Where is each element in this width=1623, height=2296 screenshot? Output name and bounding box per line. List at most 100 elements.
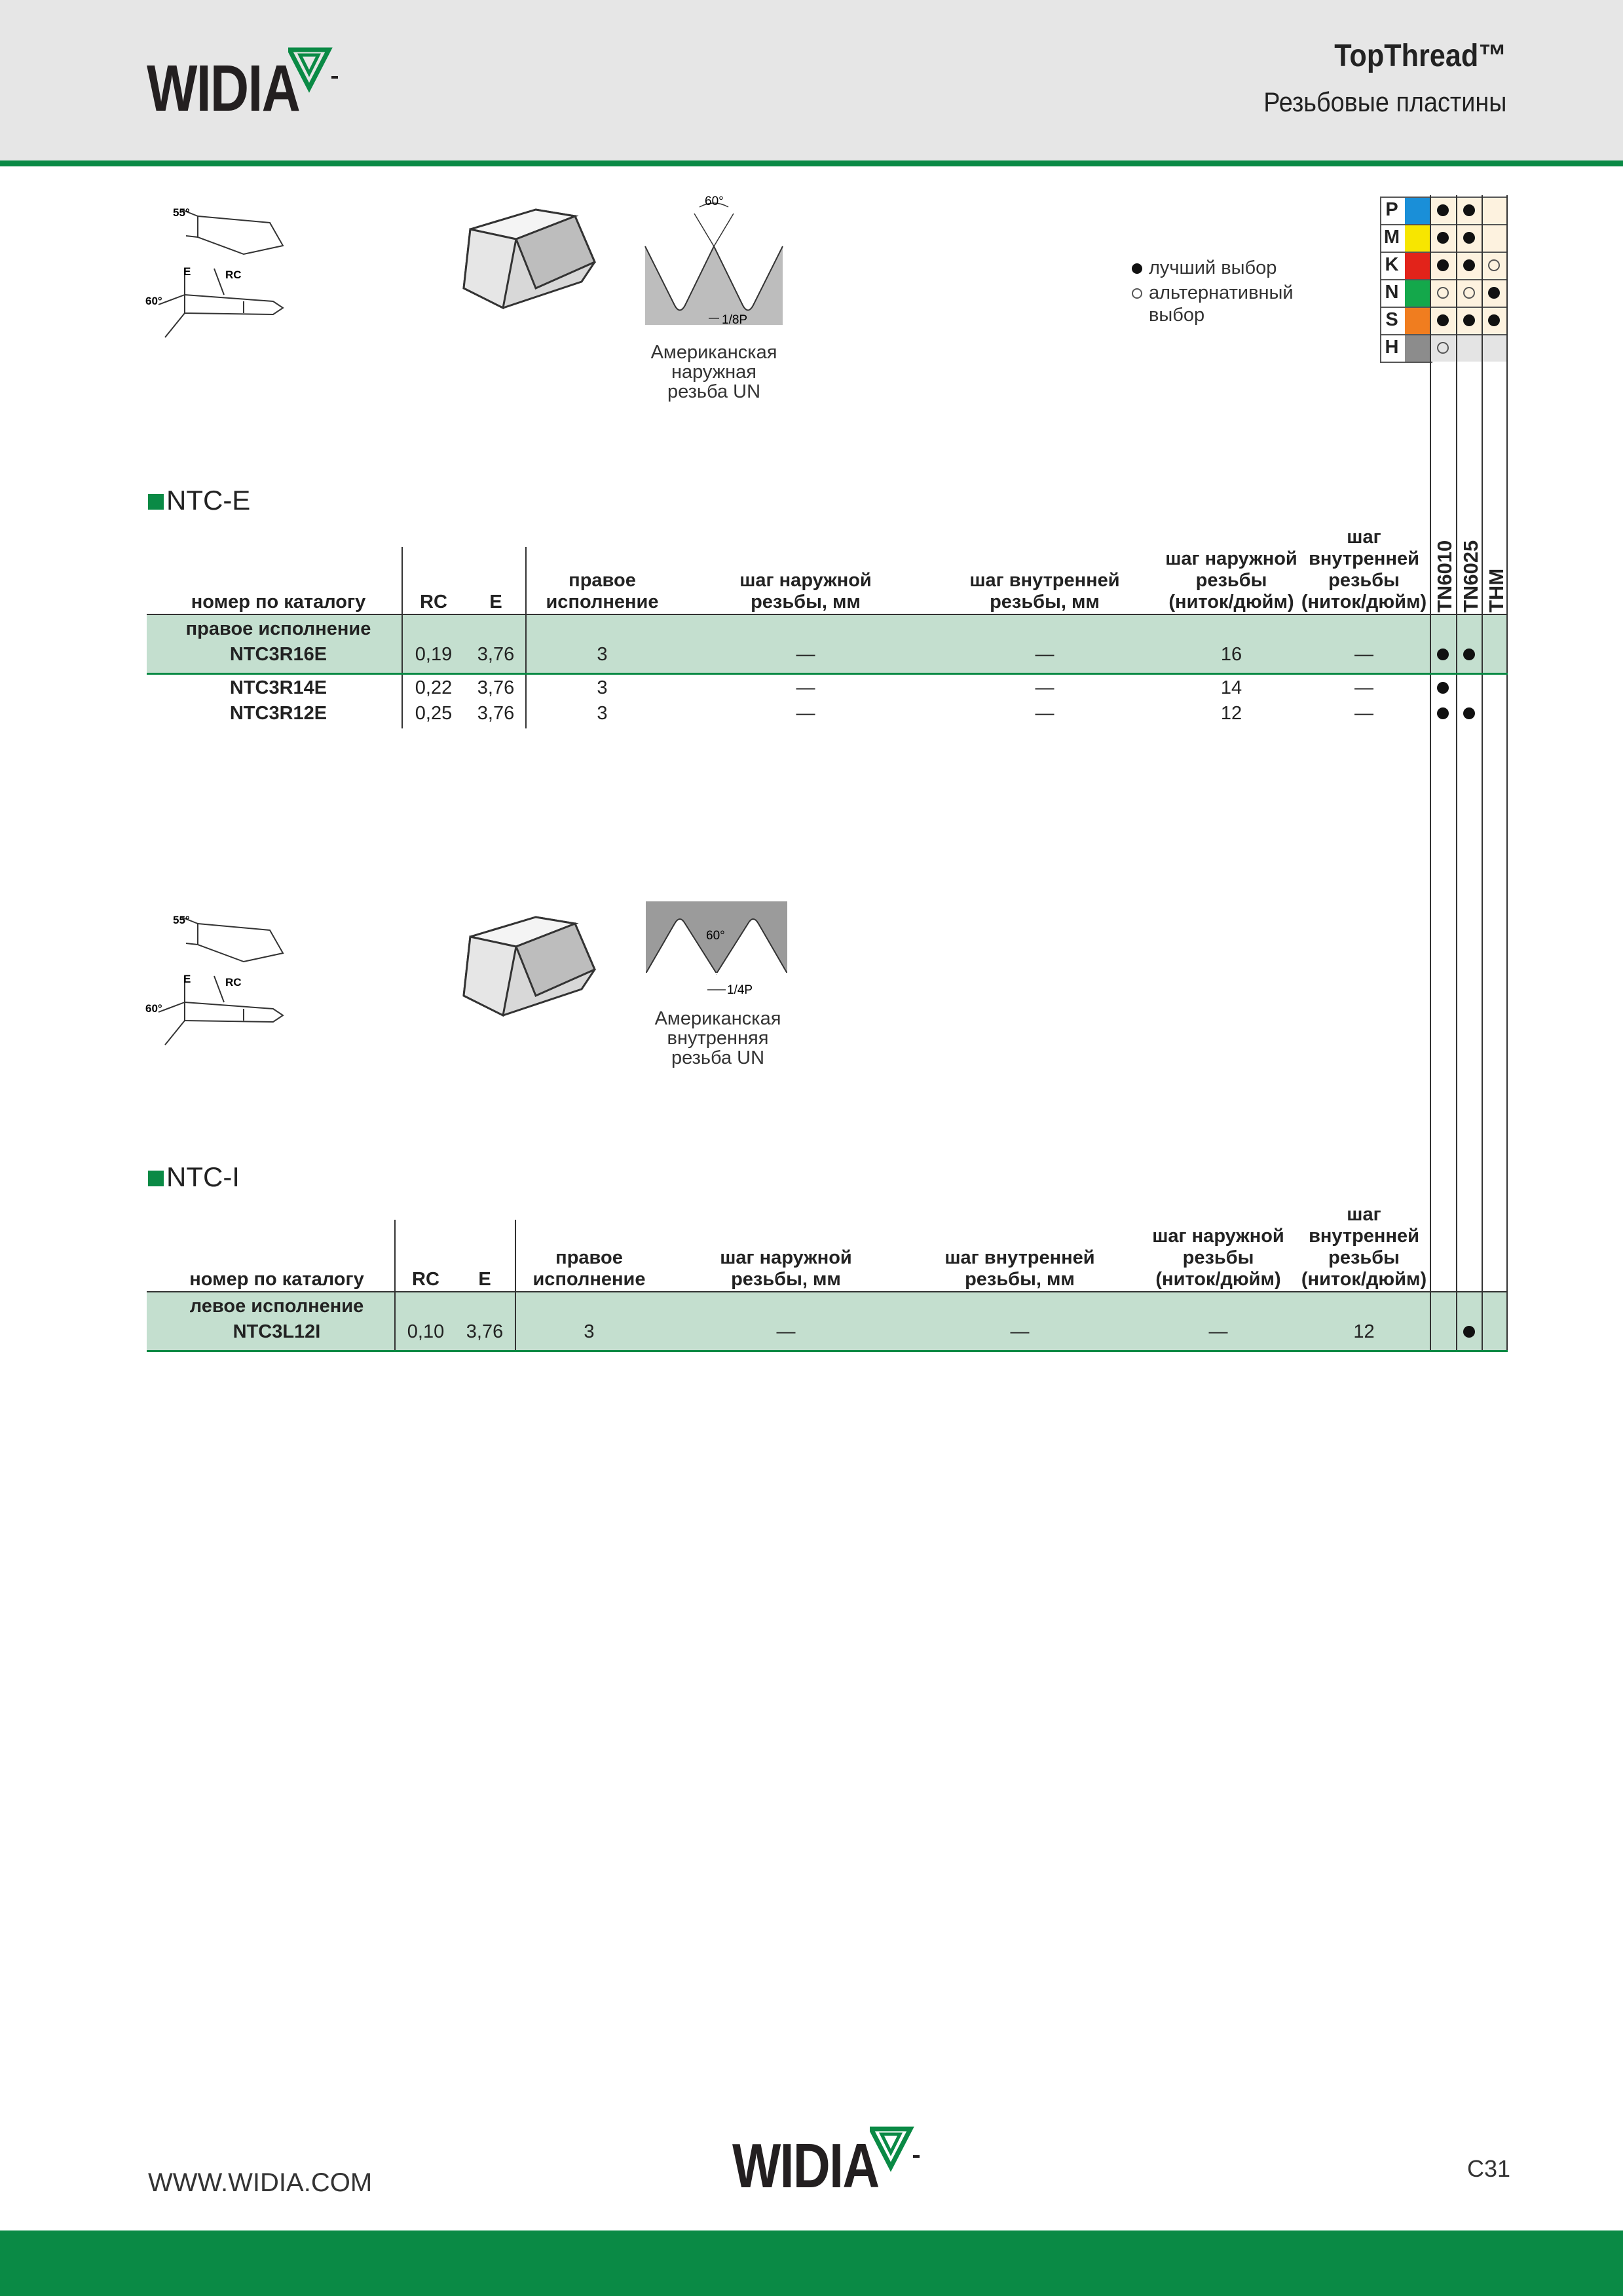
material-color-p [1405,197,1430,224]
ntc-i-header-rc: RC [412,1269,439,1290]
grade-col-line-1 [1430,195,1431,1351]
material-color-m [1405,224,1430,252]
best-choice-dot-icon [1437,707,1449,719]
cell-e: 3,76 [466,1321,504,1342]
page-header [0,0,1623,166]
cell-rc: 0,22 [415,677,453,698]
angle-55-label: 55° [173,206,190,219]
ntc-i-header-catalog: номер по каталогу [189,1269,364,1290]
ntc-e-header-e: E [489,592,502,612]
alternative-choice-dot-icon [1132,288,1142,299]
ntc-i-thread-profile-diagram: 60° 1/4P [646,901,787,997]
cell-int-tpi: — [1354,703,1373,724]
ntc-i-insert-geometry-diagram: 55° E RC 60° [145,914,284,1045]
material-code-k: K [1385,254,1399,275]
alternative-choice-dot-icon [1437,287,1449,299]
legend-alt: альтернативный [1149,282,1294,303]
ntc-e-header-catalog: номер по каталогу [191,592,366,612]
cell-ext-mm: — [796,703,815,724]
cell-ext-mm: — [796,677,815,698]
best-choice-dot-icon [1463,259,1475,271]
best-choice-dot-icon [1437,204,1449,216]
series-title: TopThread™ [1334,39,1506,73]
logo-triangle-icon [288,47,338,93]
section-marker-icon [148,494,164,510]
profile-pitch-label: 1/4P [727,983,753,997]
best-choice-dot-icon [1132,263,1142,274]
e-label: E [183,973,191,985]
profile-angle-label: 60° [705,195,724,208]
cell-ext-mm: — [796,644,815,665]
cell-int-tpi: — [1354,677,1373,698]
ntc-i-profile-caption: Американская внутренняя резьба UN [654,1008,781,1068]
best-choice-dot-icon [1488,314,1500,326]
website-link[interactable]: WWW.WIDIA.COM [148,2168,373,2197]
logo-wordmark: WIDIA [147,52,301,125]
best-choice-dot-icon [1463,204,1475,216]
legend-alt-2: выбор [1149,305,1205,326]
cell-rc: 0,19 [415,644,453,665]
material-code-n: N [1385,282,1399,303]
cell-hand: 3 [584,1321,595,1342]
ntc-e-band-bottom-rule [147,673,1508,675]
angle-60-label: 60° [145,1002,162,1015]
ntc-i-group-label: левое исполнение [189,1296,364,1317]
ntc-i-col-divider-2 [515,1220,516,1351]
best-choice-dot-icon [1437,314,1449,326]
cell-int-tpi: 12 [1353,1321,1375,1342]
catalog-number: NTC3R14E [229,677,327,698]
footer-widia-logo: WIDIA [732,2126,920,2202]
best-choice-dot-icon [1463,314,1475,326]
grade-col-line-3 [1482,195,1483,1351]
cell-ext-tpi: 14 [1220,677,1242,698]
section-title-ntc-i: NTC-I [148,1161,240,1193]
ntc-e-group-label: правое исполнение [185,618,371,639]
material-color-n [1405,279,1430,307]
cell-int-tpi: — [1354,644,1373,665]
material-code-s: S [1385,309,1398,330]
best-choice-dot-icon [1437,649,1449,660]
grade-col-line-2 [1456,195,1457,1351]
angle-55-label: 55° [173,914,190,926]
cell-hand: 3 [597,703,608,724]
footer-bar [0,2230,1623,2296]
widia-logo: WIDIA [147,47,338,126]
catalog-number: NTC3R16E [229,644,327,665]
section-marker-icon [148,1171,164,1186]
best-choice-dot-icon [1463,707,1475,719]
cell-e: 3,76 [477,677,515,698]
ntc-e-thread-profile-diagram: 60° 1/8P [644,195,783,327]
ntc-i-col-divider-1 [394,1220,396,1351]
best-choice-dot-icon [1437,682,1449,694]
material-code-p: P [1385,199,1398,220]
rc-label: RC [225,976,242,988]
profile-angle-label: 60° [706,929,725,943]
cell-hand: 3 [597,644,608,665]
ntc-e-profile-caption: Американская наружная резьба UN [650,342,777,402]
best-choice-dot-icon [1463,232,1475,244]
material-color-h [1405,334,1430,362]
ntc-e-insert-3d-icon [462,208,596,310]
best-choice-dot-icon [1437,259,1449,271]
ntc-i-insert-3d-icon [462,916,596,1017]
cell-rc: 0,10 [407,1321,445,1342]
best-choice-dot-icon [1437,232,1449,244]
ntc-e-header-rc: RC [420,592,447,612]
catalog-number: NTC3R12E [229,703,327,724]
cell-e: 3,76 [477,703,515,724]
best-choice-dot-icon [1488,287,1500,299]
e-label: E [183,265,191,278]
cell-int-mm: — [1035,644,1054,665]
legend: лучший выбор альтернативный выбор [1132,257,1294,326]
legend-best: лучший выбор [1149,257,1277,278]
series-subtitle: Резьбовые пластины [1263,86,1506,117]
cell-ext-mm: — [776,1321,796,1342]
cell-e: 3,76 [477,644,515,665]
best-choice-dot-icon [1463,1326,1475,1338]
